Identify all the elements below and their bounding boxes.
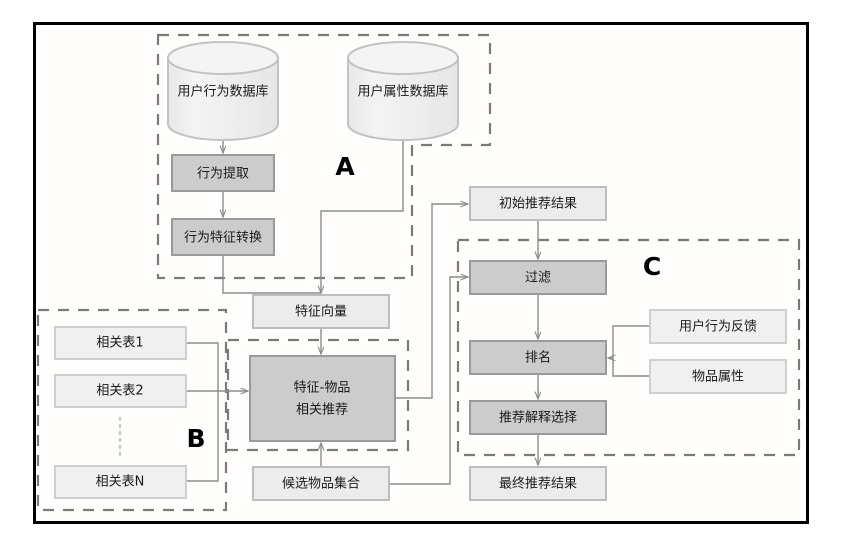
node-candidate-items[interactable]: 候选物品集合 <box>252 466 390 501</box>
node-ranking[interactable]: 排名 <box>469 340 607 375</box>
node-behavior-feature-transform[interactable]: 行为特征转换 <box>171 218 275 256</box>
node-label: 行为提取 <box>197 166 249 182</box>
group-label-a: A <box>335 152 355 181</box>
edge-feature-to-vector <box>222 255 321 294</box>
node-label: 物品属性 <box>692 370 744 385</box>
node-rel-table-n[interactable]: 相关表N <box>54 465 187 499</box>
node-label: 候选物品集合 <box>282 476 360 492</box>
node-label: 最终推荐结果 <box>499 476 577 492</box>
node-label: 初始推荐结果 <box>499 197 577 212</box>
node-user-behavior-db[interactable]: 用户行为数据库 <box>167 41 279 141</box>
edge-candidates-to-filter <box>389 277 468 485</box>
edge-b-bus <box>186 342 219 482</box>
node-label: 行为特征转换 <box>184 231 262 246</box>
node-label: 推荐解释选择 <box>499 411 577 426</box>
group-label-b: B <box>186 424 205 453</box>
node-label: 用户属性数据库 <box>357 84 448 100</box>
node-rel-table-2[interactable]: 相关表2 <box>54 374 187 408</box>
node-label: 特征向量 <box>295 304 347 320</box>
node-final-result[interactable]: 最终推荐结果 <box>469 466 607 501</box>
node-label: 用户行为反馈 <box>679 319 757 335</box>
node-label: 相关表N <box>96 475 145 490</box>
group-c-boundary <box>456 238 801 457</box>
node-user-feedback[interactable]: 用户行为反馈 <box>649 309 787 344</box>
node-label: 相关表1 <box>96 336 143 351</box>
node-user-attribute-db[interactable]: 用户属性数据库 <box>347 41 459 141</box>
node-feature-vector[interactable]: 特征向量 <box>252 294 390 329</box>
edge-feedback-to-ranking <box>608 325 650 358</box>
edge-attrdb-to-vector <box>321 138 404 293</box>
node-label: 相关表2 <box>96 384 143 399</box>
edge-rec-to-initial <box>395 204 468 399</box>
node-label-line1: 特征-物品 <box>294 381 351 396</box>
node-rel-table-1[interactable]: 相关表1 <box>54 326 187 360</box>
node-label: 过滤 <box>525 271 551 286</box>
node-rec-explain-select[interactable]: 推荐解释选择 <box>469 400 607 435</box>
connector-layer <box>186 138 650 485</box>
node-feature-item-recommend[interactable]: 特征-物品 相关推荐 <box>249 355 396 442</box>
node-behavior-extract[interactable]: 行为提取 <box>171 154 275 192</box>
edge-itemattr-to-ranking <box>612 358 650 377</box>
node-label: 用户行为数据库 <box>177 84 268 100</box>
node-initial-result[interactable]: 初始推荐结果 <box>469 186 607 221</box>
node-filter[interactable]: 过滤 <box>469 260 607 295</box>
node-item-attribute[interactable]: 物品属性 <box>649 359 787 394</box>
group-label-c: C <box>643 252 661 281</box>
node-label: 排名 <box>525 350 551 366</box>
node-label-line2: 相关推荐 <box>296 403 348 418</box>
group-a-boundary <box>156 33 492 280</box>
group-b-boundary <box>36 308 228 512</box>
